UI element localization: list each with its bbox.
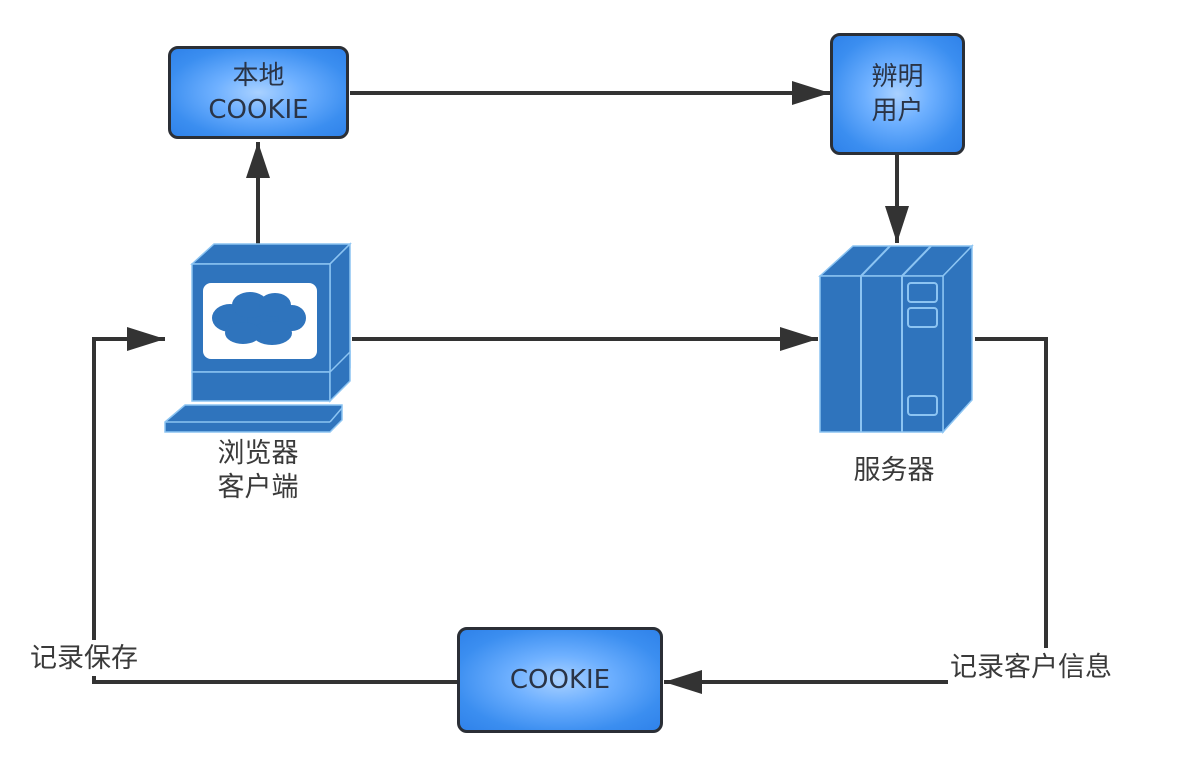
arrowhead-left: [664, 670, 702, 694]
edge-server-to-cookie: [664, 337, 1048, 684]
arrowhead-right: [792, 81, 830, 105]
arrowhead-up: [246, 142, 270, 178]
browser-label-line2: 客户端: [217, 472, 299, 503]
server-label-text: 服务器: [853, 455, 935, 486]
node-local-cookie-line1: 本地: [232, 60, 285, 91]
node-identify-user-line1: 辨明: [871, 62, 924, 92]
computer-icon: [164, 242, 352, 433]
edge-label-record-save: 记录保存: [30, 643, 138, 674]
cloud-icon: [212, 292, 306, 345]
node-cookie: COOKIE: [457, 627, 663, 733]
node-identify-user-line2: 用户: [871, 96, 924, 126]
node-local-cookie: 本地 COOKIE: [168, 46, 349, 139]
server-icon: [818, 244, 974, 434]
arrowhead-right: [780, 327, 818, 351]
node-identify-user: 辨明 用户: [830, 33, 965, 155]
edge-label-record-client-info: 记录客户信息: [950, 652, 1112, 683]
server-label: 服务器: [836, 454, 952, 488]
arrowhead-down: [885, 206, 909, 243]
browser-label-line1: 浏览器: [217, 438, 299, 469]
arrowhead-right: [127, 327, 165, 351]
node-cookie-label: COOKIE: [509, 665, 611, 695]
browser-client-label: 浏览器 客户端: [200, 437, 316, 505]
node-local-cookie-line2: COOKIE: [208, 94, 309, 125]
